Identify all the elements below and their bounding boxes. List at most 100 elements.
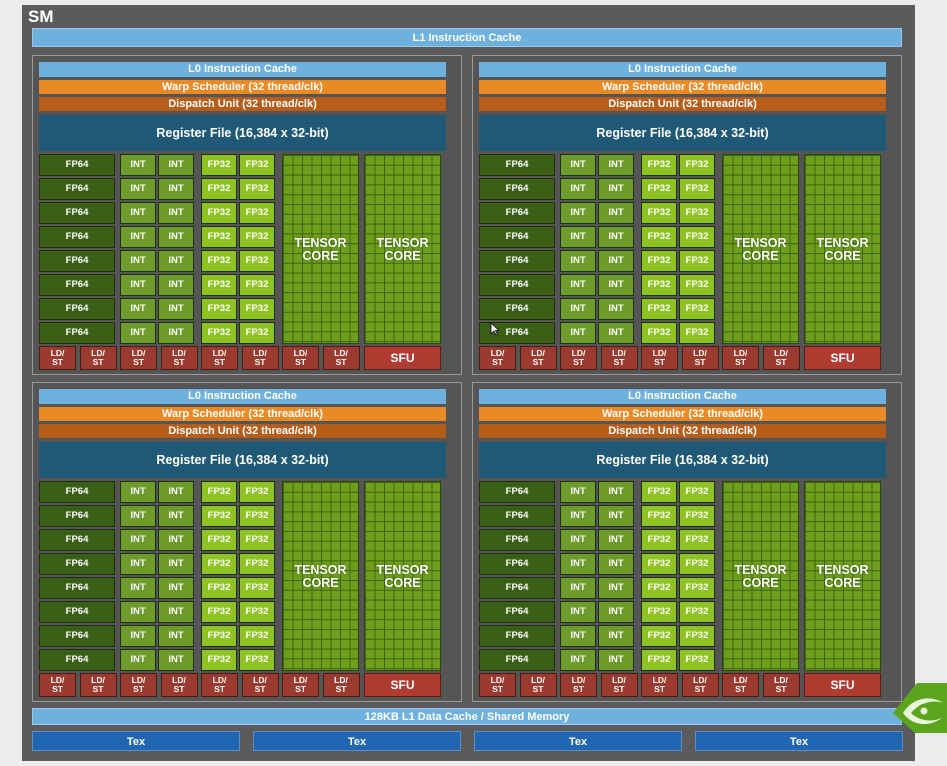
- int-unit: INT: [598, 481, 634, 503]
- int-unit: INT: [598, 154, 634, 176]
- fp32-unit: FP32: [679, 202, 715, 224]
- int-unit: INT: [598, 274, 634, 296]
- tex-unit: Tex: [253, 731, 461, 751]
- int-unit: INT: [560, 202, 596, 224]
- fp32-unit: FP32: [679, 154, 715, 176]
- load-store-unit: LD/ ST: [479, 346, 516, 370]
- fp64-unit: FP64: [39, 601, 115, 623]
- int-unit: INT: [158, 505, 194, 527]
- int-unit: INT: [120, 202, 156, 224]
- int-unit: INT: [560, 529, 596, 551]
- fp64-unit: FP64: [39, 649, 115, 671]
- int-unit: INT: [598, 553, 634, 575]
- int-unit: INT: [598, 250, 634, 272]
- fp32-unit: FP32: [239, 154, 275, 176]
- int-unit: INT: [560, 154, 596, 176]
- load-store-unit: LD/ ST: [479, 673, 516, 697]
- int-unit: INT: [560, 625, 596, 647]
- int-unit: INT: [560, 481, 596, 503]
- load-store-unit: LD/ ST: [722, 346, 759, 370]
- fp32-unit: FP32: [641, 202, 677, 224]
- fp32-unit: FP32: [239, 226, 275, 248]
- fp32-unit: FP32: [641, 298, 677, 320]
- fp64-unit: FP64: [479, 178, 555, 200]
- nvidia-eye-logo: [893, 683, 947, 733]
- fp32-unit: FP32: [239, 322, 275, 344]
- fp32-unit: FP32: [201, 601, 237, 623]
- l0-instruction-cache: L0 Instruction Cache: [479, 62, 886, 77]
- int-unit: INT: [158, 649, 194, 671]
- fp32-unit: FP32: [679, 298, 715, 320]
- int-unit: INT: [120, 601, 156, 623]
- int-unit: INT: [120, 505, 156, 527]
- load-store-unit: LD/ ST: [560, 673, 597, 697]
- dispatch-unit: Dispatch Unit (32 thread/clk): [479, 97, 886, 111]
- int-unit: INT: [158, 481, 194, 503]
- load-store-unit: LD/ ST: [79, 673, 117, 697]
- fp64-unit: FP64: [479, 298, 555, 320]
- fp32-unit: FP32: [239, 505, 275, 527]
- fp64-unit: FP64: [39, 154, 115, 176]
- fp32-unit: FP32: [679, 649, 715, 671]
- tensor-core-label: TENSOR CORE: [294, 236, 347, 263]
- load-store-unit: LD/ ST: [762, 346, 800, 370]
- fp32-unit: FP32: [239, 202, 275, 224]
- dispatch-unit: Dispatch Unit (32 thread/clk): [39, 97, 446, 111]
- fp64-unit: FP64: [479, 274, 555, 296]
- load-store-unit: LD/ ST: [160, 346, 198, 370]
- int-unit: INT: [120, 178, 156, 200]
- fp32-unit: FP32: [641, 481, 677, 503]
- load-store-unit: LD/ ST: [282, 346, 319, 370]
- register-file: Register File (16,384 x 32-bit): [39, 115, 446, 151]
- int-unit: INT: [158, 178, 194, 200]
- load-store-unit: LD/ ST: [641, 673, 678, 697]
- sm-title: SM: [28, 7, 54, 26]
- fp32-unit: FP32: [679, 577, 715, 599]
- load-store-unit: LD/ ST: [120, 346, 157, 370]
- fp32-unit: FP32: [679, 274, 715, 296]
- fp32-unit: FP32: [641, 577, 677, 599]
- fp32-unit: FP32: [641, 250, 677, 272]
- special-function-unit: SFU: [364, 673, 441, 697]
- fp64-unit: FP64: [479, 481, 555, 503]
- tensor-core-label: TENSOR CORE: [816, 236, 869, 263]
- dispatch-unit: Dispatch Unit (32 thread/clk): [479, 424, 886, 438]
- fp64-unit: FP64: [479, 553, 555, 575]
- l0-instruction-cache: L0 Instruction Cache: [39, 389, 446, 404]
- load-store-unit: LD/ ST: [79, 346, 117, 370]
- streaming-multiprocessor: SM L1 Instruction Cache L0 Instruction C…: [22, 5, 915, 761]
- warp-scheduler: Warp Scheduler (32 thread/clk): [479, 80, 886, 94]
- fp64-unit: FP64: [39, 226, 115, 248]
- fp32-unit: FP32: [679, 553, 715, 575]
- load-store-unit: LD/ ST: [600, 346, 638, 370]
- load-store-unit: LD/ ST: [120, 673, 157, 697]
- int-unit: INT: [560, 274, 596, 296]
- int-unit: INT: [158, 601, 194, 623]
- fp32-unit: FP32: [641, 322, 677, 344]
- int-unit: INT: [120, 481, 156, 503]
- fp64-unit: FP64: [39, 505, 115, 527]
- fp64-unit: FP64: [479, 202, 555, 224]
- fp64-unit: FP64: [39, 553, 115, 575]
- fp64-unit: FP64: [39, 481, 115, 503]
- tex-unit: Tex: [32, 731, 240, 751]
- int-unit: INT: [598, 202, 634, 224]
- tensor-core: TENSOR CORE: [722, 154, 799, 344]
- int-unit: INT: [598, 298, 634, 320]
- fp32-unit: FP32: [641, 529, 677, 551]
- tensor-core: TENSOR CORE: [722, 481, 799, 671]
- int-unit: INT: [598, 625, 634, 647]
- fp32-unit: FP32: [679, 529, 715, 551]
- int-unit: INT: [598, 601, 634, 623]
- fp32-unit: FP32: [239, 625, 275, 647]
- int-unit: INT: [120, 226, 156, 248]
- int-unit: INT: [560, 553, 596, 575]
- int-unit: INT: [120, 529, 156, 551]
- load-store-unit: LD/ ST: [762, 673, 800, 697]
- warp-scheduler: Warp Scheduler (32 thread/clk): [39, 407, 446, 421]
- load-store-unit: LD/ ST: [519, 673, 557, 697]
- fp64-unit: FP64: [479, 322, 555, 344]
